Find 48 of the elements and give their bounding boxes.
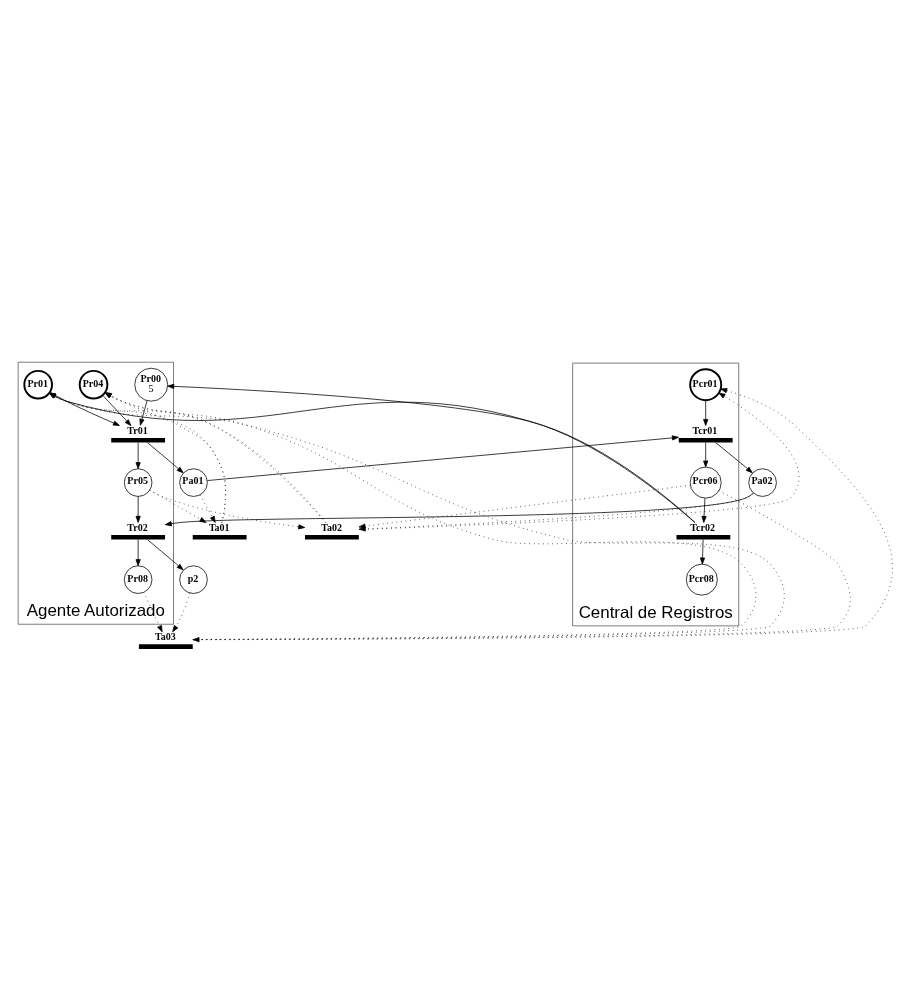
arrow <box>147 539 184 571</box>
node-circle: Pr05 <box>123 468 153 497</box>
node-circle: Pcr08 <box>685 563 718 596</box>
node-circle: Pr01 <box>23 369 53 400</box>
node-circle: Pr00 5 <box>134 367 169 402</box>
arrow <box>358 392 800 530</box>
node-box <box>678 437 733 443</box>
node-box <box>192 534 247 540</box>
node-box <box>138 644 193 649</box>
arrow <box>102 395 132 426</box>
arrow <box>358 492 754 532</box>
node-box <box>111 534 166 540</box>
arrow <box>164 492 754 527</box>
arrow <box>135 496 141 523</box>
node-label: Tr02 <box>127 521 148 533</box>
node-label: Tcr01 <box>692 424 718 436</box>
node-label: Ta03 <box>155 631 176 642</box>
arrow <box>207 435 679 481</box>
node-box <box>676 534 731 540</box>
node-circle: Pa02 <box>748 468 777 497</box>
node-box <box>111 437 166 443</box>
node-circle: Pcr06 <box>689 466 722 499</box>
node-circle: Pr08 <box>123 565 153 594</box>
node-circle: Pr04 <box>78 369 109 400</box>
node-circle: Pa01 <box>179 468 208 497</box>
arrow <box>147 442 184 474</box>
node-circle: p2 <box>179 565 208 594</box>
arrow <box>700 539 706 565</box>
arrow <box>703 442 709 468</box>
arrow <box>135 539 141 567</box>
arrow <box>149 490 306 530</box>
node-label: Tcr02 <box>690 521 715 533</box>
arrow <box>701 497 707 523</box>
arrow <box>703 399 709 426</box>
arrow <box>715 442 753 474</box>
arrow <box>199 494 216 523</box>
arrow <box>135 442 141 470</box>
arrow <box>172 592 191 633</box>
arrow <box>139 400 148 426</box>
arrow <box>143 592 163 633</box>
node-label: Tr01 <box>127 424 148 436</box>
arrow <box>358 484 691 529</box>
node-label: Ta02 <box>321 521 342 533</box>
arrow <box>192 388 893 641</box>
node-box <box>305 534 359 540</box>
node-circle: Pcr01 <box>689 368 723 402</box>
node-label: Ta01 <box>208 521 230 533</box>
arrow <box>192 490 851 643</box>
